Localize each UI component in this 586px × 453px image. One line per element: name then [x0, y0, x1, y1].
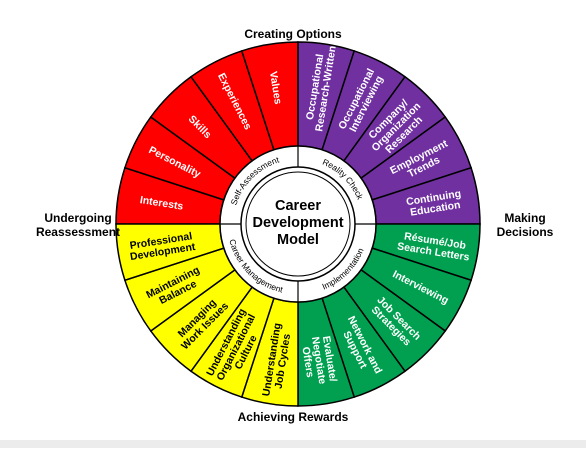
- center-title-line: Career: [275, 198, 321, 214]
- bottom-strip: [0, 440, 586, 448]
- center-title-line: Development: [252, 215, 343, 231]
- center-title-line: Model: [277, 232, 319, 248]
- quadrant-implementation: [297, 223, 481, 407]
- center-circle-inner: [245, 171, 351, 277]
- label-creating-options: Creating Options: [244, 27, 342, 41]
- label-achieving-rewards: Achieving Rewards: [237, 410, 349, 424]
- quadrant-self-assessment: [115, 41, 299, 225]
- segment-label-line: Offers: [299, 346, 316, 379]
- label-making-decisions: Making Decisions: [496, 211, 554, 239]
- label-undergoing-reassessment: Undergoing Reassessment: [35, 211, 121, 239]
- segment-label-line: Values: [267, 70, 284, 105]
- quadrant-reality-check: [297, 41, 481, 225]
- quadrant-career-management: [115, 223, 299, 407]
- center-circle: [240, 166, 356, 282]
- segment-label-values: Values: [267, 70, 284, 105]
- segment-label-evaluate-negotiate-offers: Evaluate/NegotiateOffers: [298, 334, 339, 387]
